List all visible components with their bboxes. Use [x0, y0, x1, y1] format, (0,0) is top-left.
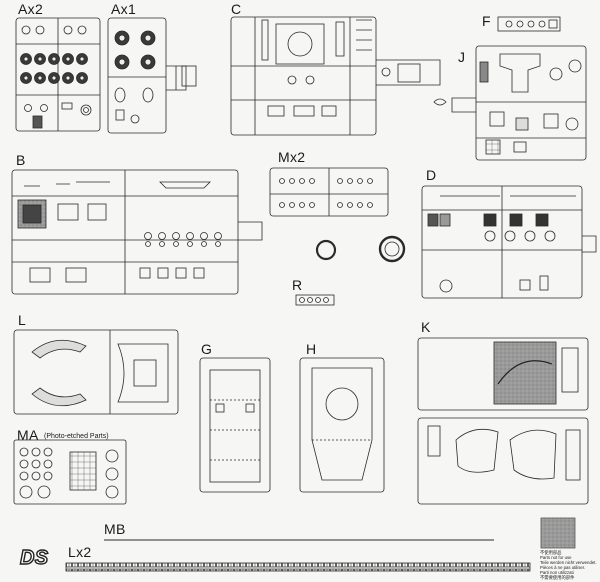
sprue-h-frame [299, 357, 385, 493]
ds-logo: DS [19, 547, 49, 569]
sprue-label-d: D [426, 167, 437, 183]
sprue-label-ax2: Ax2 [18, 1, 44, 17]
sprue-l-parts [31, 339, 169, 407]
sprue-label-lx2: Lx2 [68, 544, 92, 560]
sprue-label-ax1: Ax1 [111, 1, 137, 17]
not-for-use-note-de: Teile werden nicht verwendet. [540, 560, 597, 565]
sprue-b-parts [17, 181, 222, 283]
sprue-label-mx2: Mx2 [278, 149, 306, 165]
sprue-label-mb: MB [104, 521, 126, 537]
sprue-ma-frame [13, 439, 127, 505]
sprue-label-h: H [306, 341, 317, 357]
sprue-c-parts [261, 19, 391, 117]
sprue-d-parts [427, 195, 576, 293]
sprue-f-frame [497, 16, 561, 32]
sprue-note-ma: (Photo-etched Parts) [44, 433, 109, 440]
sprue-label-g: G [201, 341, 213, 357]
not-for-use-note-it: Parti non utilizzati [540, 570, 574, 575]
sprue-c-frame [230, 16, 441, 136]
mx2-rings [315, 235, 406, 263]
sprue-mx2-frame [269, 167, 389, 217]
sprue-r-frame [295, 294, 335, 306]
sprue-ax1-frame [107, 17, 197, 134]
sprue-label-k: K [421, 319, 431, 335]
sprue-k-parts [427, 341, 581, 481]
not-for-use-note-en: Parts not for use [540, 555, 572, 560]
sprue-g-frame [199, 357, 271, 493]
sprue-lx2-track [65, 562, 531, 572]
not-for-use-note-fr: Pièces à ne pas utiliser. [540, 565, 586, 570]
sprue-label-j: J [458, 49, 466, 65]
not-for-use-note-ja: 不使用部品 [540, 550, 562, 555]
sprue-k-frame [417, 337, 589, 505]
sprue-label-l: L [18, 312, 27, 328]
sprue-j-frame [451, 45, 587, 161]
sprue-label-ma: MA [17, 427, 39, 443]
sprue-b-frame [11, 169, 263, 295]
sprue-ax2-wheels [20, 25, 92, 129]
sprue-label-c: C [231, 1, 242, 17]
sprue-label-b: B [16, 152, 26, 168]
sprue-l-frame [13, 329, 179, 415]
not-for-use-note-zh: 不需要使用的部件 [540, 575, 575, 580]
sprue-label-r: R [292, 277, 303, 293]
sprue-j-parts [433, 53, 582, 155]
not-for-use-swatch [540, 517, 576, 549]
sprue-d-frame [421, 185, 597, 299]
sprue-label-f: F [482, 13, 491, 29]
sprue-ax1-wheels [114, 30, 156, 124]
